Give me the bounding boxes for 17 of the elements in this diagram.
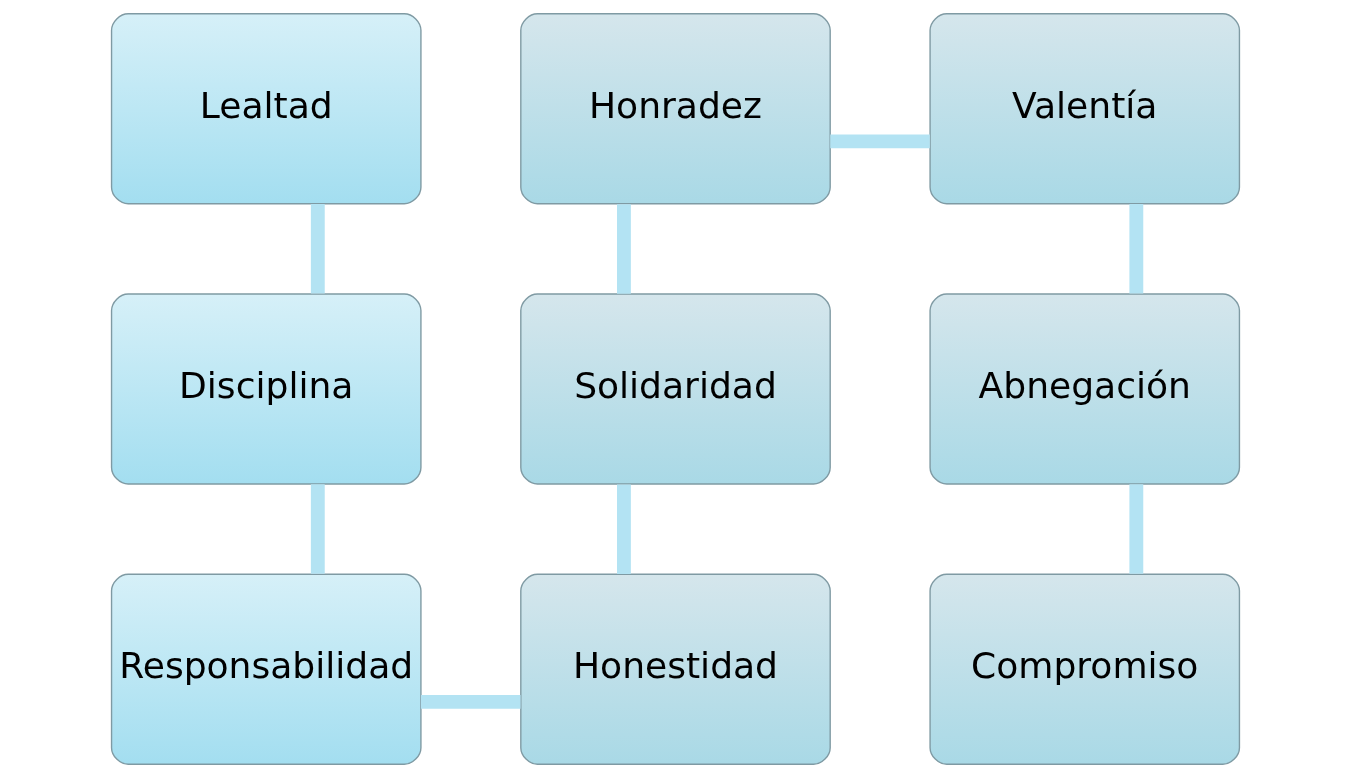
node-box: Valentía [929,13,1241,205]
node-box: Lealtad [110,13,422,205]
node-box: Abnegación [929,293,1241,485]
node-box: Responsabilidad [110,573,422,765]
connector [310,204,325,294]
node-box: Solidaridad [520,293,831,485]
node-box: Honestidad [520,573,831,765]
connector [1129,484,1144,574]
connector [310,484,325,574]
connector [617,484,631,574]
node-box: Honradez [520,13,831,205]
connector [1129,204,1144,294]
node-box: Compromiso [929,573,1241,765]
node-box: Disciplina [110,293,422,485]
connector [617,204,631,294]
connector [420,694,521,709]
connector [830,134,930,149]
